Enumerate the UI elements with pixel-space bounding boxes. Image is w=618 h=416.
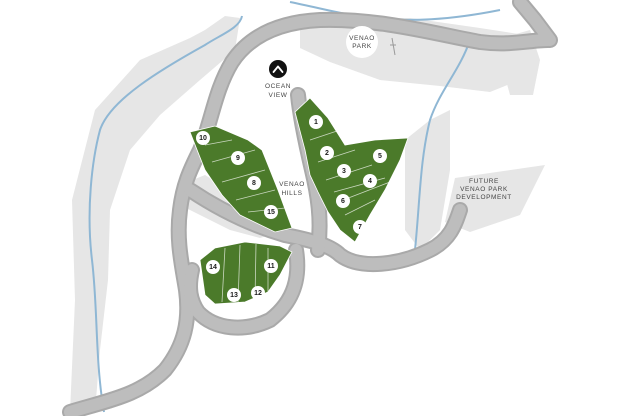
venao-park-label-line1: VENAO: [349, 35, 375, 42]
ocean-view-label-line2: VIEW: [268, 92, 287, 99]
lot-number: 15: [267, 209, 275, 216]
lot-number: 11: [267, 263, 275, 270]
lot-marker-circle: [320, 146, 334, 160]
lot-marker-9[interactable]: 9: [231, 151, 245, 165]
future-label-line2: VENAO PARK: [460, 186, 508, 193]
lot-marker-circle: [337, 164, 351, 178]
lot-marker-circle: [363, 174, 377, 188]
hills-connector-road: [184, 184, 466, 271]
chevron-up-icon: [272, 65, 284, 73]
lot-number: 6: [341, 198, 345, 205]
venao-park-label-line2: PARK: [352, 43, 372, 50]
lot-number: 13: [230, 292, 238, 299]
lot-marker-3[interactable]: 3: [337, 164, 351, 178]
ocean-view-marker: OCEAN VIEW: [265, 60, 291, 99]
lot-number: 9: [236, 155, 240, 162]
lot-marker-1[interactable]: 1: [309, 115, 323, 129]
east-land: [405, 110, 450, 250]
land-areas: [70, 16, 545, 412]
lot-marker-14[interactable]: 14: [206, 260, 220, 274]
lot-number: 3: [342, 168, 346, 175]
future-development-label: FUTURE VENAO PARK DEVELOPMENT: [456, 178, 512, 201]
lot-marker-4[interactable]: 4: [363, 174, 377, 188]
lot-number: 7: [358, 224, 362, 231]
lot-marker-circle: [206, 260, 220, 274]
lot-number: 8: [252, 180, 256, 187]
lot-marker-5[interactable]: 5: [373, 149, 387, 163]
lot-marker-8[interactable]: 8: [247, 176, 261, 190]
lot-number: 10: [199, 135, 207, 142]
ocean-view-icon-circle: [269, 60, 287, 78]
lot-marker-circle: [353, 220, 367, 234]
west-land: [70, 16, 240, 412]
lot-marker-circle: [196, 131, 210, 145]
lot-number: 12: [254, 290, 262, 297]
lot-marker-circle: [227, 288, 241, 302]
west-river: [88, 15, 243, 413]
lot-marker-circle: [231, 151, 245, 165]
plots: [189, 97, 409, 305]
road-network: [62, 0, 558, 416]
ne-spur-road: [514, 0, 556, 46]
south-loop-road: [184, 244, 304, 334]
future-label-line3: DEVELOPMENT: [456, 194, 512, 201]
lot-marker-2[interactable]: 2: [320, 146, 334, 160]
venao-hills-label-line2: HILLS: [281, 190, 302, 197]
lot-marker-circle: [264, 259, 278, 273]
lot-number: 2: [325, 150, 329, 157]
lot-marker-circle: [373, 149, 387, 163]
east-river: [414, 39, 471, 251]
park-path-icon: [390, 37, 396, 56]
lot-marker-15[interactable]: 15: [264, 205, 278, 219]
venao-park-marker: VENAO PARK: [346, 26, 396, 58]
lot-marker-circle: [247, 176, 261, 190]
lot-marker-10[interactable]: 10: [196, 131, 210, 145]
future-development-land: [445, 165, 545, 232]
lot-marker-6[interactable]: 6: [336, 194, 350, 208]
lot-marker-circle: [251, 286, 265, 300]
venao-park-circle: [346, 26, 378, 58]
lot-marker-11[interactable]: 11: [264, 259, 278, 273]
lot-number: 1: [314, 119, 318, 126]
lot-number: 5: [378, 153, 382, 160]
lot-marker-circle: [336, 194, 350, 208]
lot-marker-circle: [309, 115, 323, 129]
lot-marker-7[interactable]: 7: [353, 220, 367, 234]
lot-marker-13[interactable]: 13: [227, 288, 241, 302]
ocean-view-label-line1: OCEAN: [265, 83, 291, 90]
venao-hills-label-line1: VENAO: [279, 181, 305, 188]
lot-number: 4: [368, 178, 372, 185]
future-label-line1: FUTURE: [469, 178, 499, 185]
lot-marker-circle: [264, 205, 278, 219]
lot-marker-12[interactable]: 12: [251, 286, 265, 300]
lot-number: 14: [209, 264, 217, 271]
venao-hills-label: VENAO HILLS: [279, 181, 305, 197]
plot-cluster-west[interactable]: [189, 125, 293, 233]
